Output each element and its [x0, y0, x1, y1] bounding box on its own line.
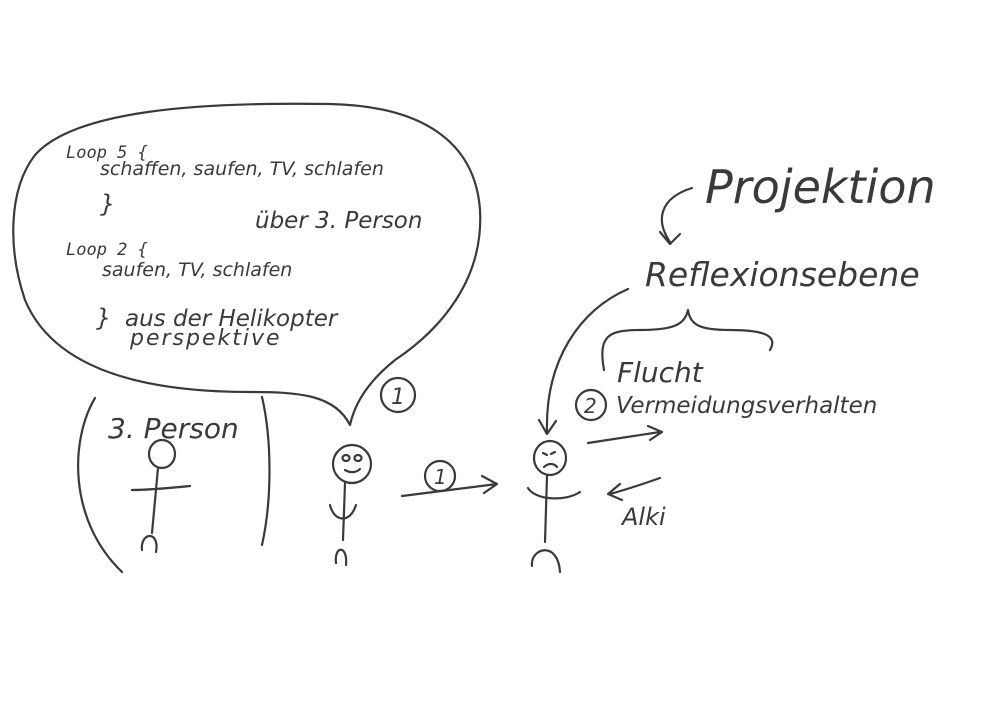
right-person-figure	[526, 439, 582, 574]
projection-arrow	[658, 186, 694, 246]
loop2-close: }	[96, 304, 111, 332]
step-one-label-top: 1	[391, 385, 405, 410]
avoidance-label: Vermeidungsverhalten	[616, 393, 877, 419]
arrow-outward	[586, 424, 664, 445]
reflection-brace	[601, 308, 774, 372]
note-third-person: über 3. Person	[255, 208, 422, 234]
projection-label: Projektion	[705, 160, 936, 214]
loop1-header: Loop 5 {	[66, 143, 148, 163]
loop1-close: }	[100, 190, 115, 218]
third-person-right-bracket	[260, 395, 271, 547]
flight-label: Flucht	[617, 356, 704, 389]
loop2-body: saufen, TV, schlafen	[102, 259, 292, 281]
note-helicopter-line2: perspektive	[129, 326, 282, 351]
loop2-header: Loop 2 {	[66, 240, 148, 260]
middle-person-figure	[328, 443, 373, 567]
third-person-figure	[130, 438, 192, 554]
arrow-inward	[606, 476, 662, 502]
step-one-label-arrow: 1	[434, 465, 447, 489]
third-person-left-bracket	[77, 396, 124, 574]
loop1-body: schaffen, saufen, TV, schlafen	[100, 158, 384, 180]
alcohol-label: Alki	[620, 503, 666, 531]
reflection-to-person-arrow	[537, 287, 630, 436]
step-two-circle	[574, 388, 608, 422]
arrow-step-one	[400, 474, 499, 498]
step-one-circle-top	[379, 376, 417, 414]
step-two-label: 2	[584, 394, 597, 418]
reflection-level-label: Reflexionsebene	[645, 255, 920, 294]
speech-bubble-outline	[12, 102, 482, 427]
note-helicopter-line1: aus der Helikopter	[125, 306, 339, 332]
step-one-circle-arrow	[423, 459, 457, 493]
third-person-label: 3. Person	[108, 412, 239, 445]
